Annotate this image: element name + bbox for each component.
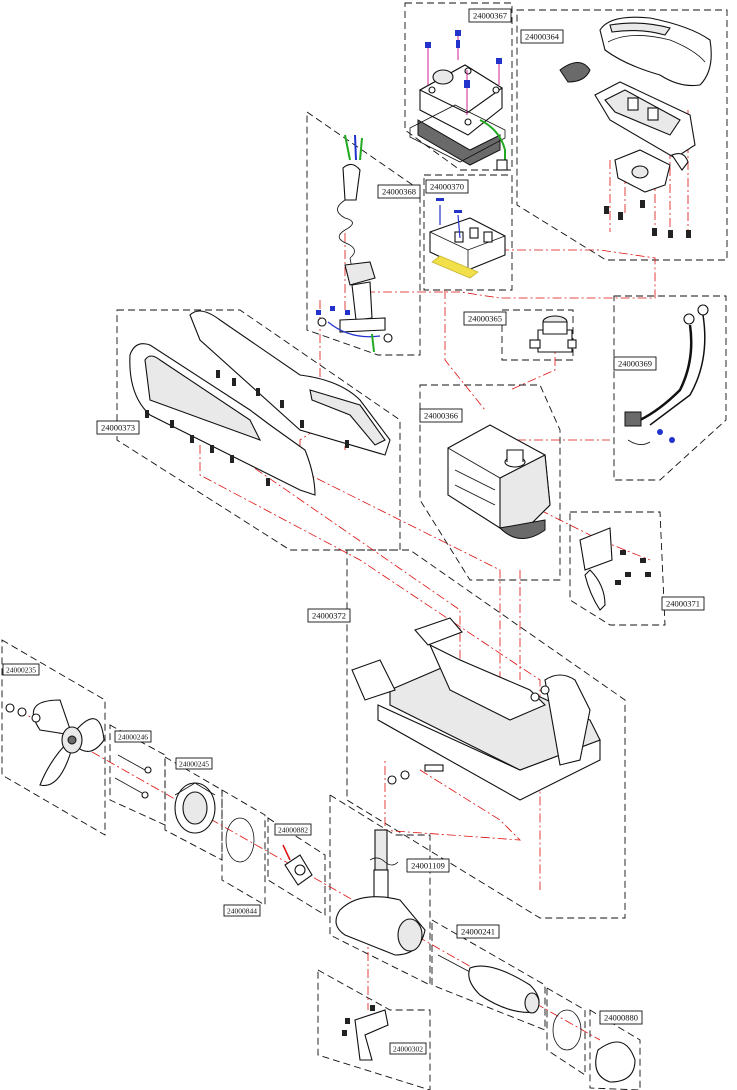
label-24000369: 24000369 [613, 356, 657, 371]
group-outline-24000369 [613, 295, 727, 481]
group-outline-24000365 [501, 309, 574, 361]
svg-text:24000844: 24000844 [227, 907, 257, 916]
svg-text:24000366: 24000366 [424, 411, 458, 421]
label-24001109: 24001109 [406, 858, 450, 873]
group-outline-24000235 [1, 639, 106, 836]
svg-text:24000235: 24000235 [6, 666, 36, 675]
label-24000246: 24000246 [114, 730, 152, 743]
label-24000368: 24000368 [377, 184, 421, 199]
part-24000371-bracket [579, 527, 651, 611]
part-24001109-lower-unit [335, 829, 426, 956]
label-24000370: 24000370 [425, 179, 469, 194]
svg-text:24000365: 24000365 [468, 314, 502, 324]
part-24000844-oring [225, 817, 255, 863]
label-24000880: 24000880 [599, 1010, 643, 1025]
label-24000366: 24000366 [419, 408, 463, 423]
part-24000245-hub [174, 782, 216, 834]
svg-text:24001109: 24001109 [411, 861, 445, 871]
svg-text:24000246: 24000246 [118, 733, 148, 742]
group-outline-24000366 [419, 384, 561, 581]
svg-text:24000241: 24000241 [461, 927, 495, 937]
group-outline-24000371 [569, 511, 666, 626]
group-outline-24000246 [109, 724, 166, 826]
part-24000372-mount [351, 617, 601, 801]
group-outline-24000367 [404, 2, 513, 171]
svg-text:24000364: 24000364 [525, 32, 560, 42]
group-outline-24000844 [221, 789, 266, 906]
svg-text:24000882: 24000882 [278, 826, 308, 835]
svg-text:24000369: 24000369 [618, 359, 652, 369]
svg-text:24000370: 24000370 [430, 182, 464, 192]
svg-text:24000880: 24000880 [604, 1013, 638, 1023]
svg-text:24000372: 24000372 [312, 611, 346, 621]
group-outline-24000882 [267, 817, 326, 916]
group-outline-24000302 [317, 969, 431, 1090]
label-24000241: 24000241 [456, 924, 500, 939]
svg-text:24000302: 24000302 [393, 1045, 423, 1054]
group-outline-24000373 [116, 309, 401, 551]
label-24000372: 24000372 [307, 608, 351, 623]
label-24000364: 24000364 [520, 29, 564, 44]
group-outline-24000364 [516, 9, 728, 261]
svg-text:24000368: 24000368 [382, 187, 416, 197]
svg-text:24000245: 24000245 [179, 760, 209, 769]
label-24000373: 24000373 [96, 420, 140, 435]
part-24000235-propeller [5, 699, 105, 787]
group-outline-24000880b [589, 1009, 641, 1090]
label-24000371: 24000371 [661, 596, 705, 611]
label-24000882: 24000882 [274, 823, 312, 836]
part-24000370-terminal-block [429, 198, 506, 279]
part-24000367-cover [409, 30, 508, 171]
label-24000235: 24000235 [2, 663, 40, 676]
group-outline-24000372 [346, 549, 626, 919]
part-24000365-switch [529, 315, 577, 353]
svg-text:24000373: 24000373 [101, 423, 135, 433]
group-outline-24001109 [329, 794, 431, 986]
part-24000882-brush [282, 844, 313, 886]
part-24000364-head [559, 16, 712, 238]
label-24000365: 24000365 [463, 311, 507, 326]
part-24000366-housing [447, 424, 551, 539]
part-24000368-cable [316, 134, 393, 353]
part-24000880-nose [552, 1009, 636, 1083]
label-24000245: 24000245 [175, 757, 213, 770]
part-24000241-motor [437, 954, 540, 1014]
group-outline-24000370 [423, 174, 513, 291]
label-24000844: 24000844 [223, 904, 261, 917]
svg-text:24000371: 24000371 [666, 599, 700, 609]
part-24000246-screws [114, 754, 152, 799]
part-24000369-harness [624, 304, 709, 445]
label-24000367: 24000367 [468, 8, 512, 23]
group-outline-24000368 [306, 111, 421, 356]
label-24000302: 24000302 [389, 1042, 427, 1055]
svg-text:24000367: 24000367 [473, 11, 507, 21]
part-24000373-covers [129, 310, 391, 496]
part-24000302-skeg [342, 1005, 389, 1061]
